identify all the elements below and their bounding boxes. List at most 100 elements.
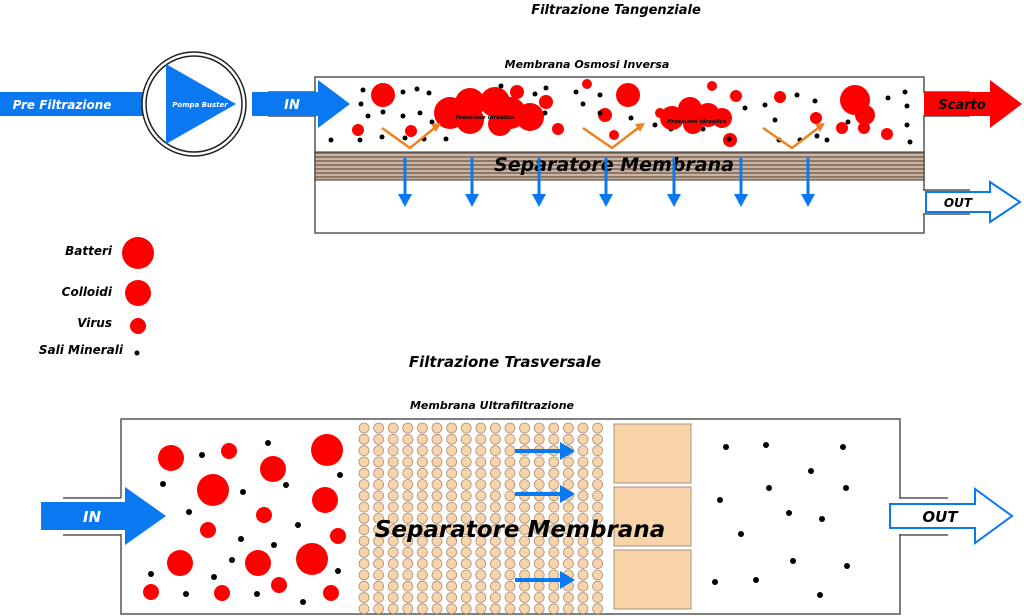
ro-membrane-label: Membrana Osmosi Inversa — [505, 58, 670, 71]
mineral-particle — [790, 558, 796, 564]
pressure-cloud-2: Pressione idraulica — [660, 97, 732, 134]
uf-out-label: OUT — [922, 508, 959, 526]
mineral-particle — [186, 509, 192, 515]
mineral-particle — [254, 591, 260, 597]
uf-separator-label: Separatore Membrana — [375, 517, 665, 543]
uf-in-label: IN — [83, 508, 102, 526]
mineral-particle — [817, 592, 823, 598]
red-particle — [352, 124, 364, 136]
mineral-particle — [712, 579, 718, 585]
tangential-title: Filtrazione Tangenziale — [531, 3, 701, 18]
pressure-cloud-1: Pressione idraulica — [434, 87, 544, 136]
mineral-particle — [240, 489, 246, 495]
mineral-particle — [786, 510, 792, 516]
red-particle — [858, 122, 870, 134]
mineral-particle — [328, 137, 334, 143]
mineral-particle — [843, 485, 849, 491]
mineral-particle — [844, 563, 850, 569]
mineral-legend-icon — [134, 350, 140, 356]
pre-filter-label: Pre Filtrazione — [13, 98, 112, 112]
pressure-cloud-3 — [855, 105, 875, 125]
red-particle — [158, 445, 184, 471]
legend-label-virus: Virus — [77, 316, 112, 330]
mineral-particle — [763, 442, 769, 448]
ro-membrane-layer — [314, 151, 925, 181]
red-particle — [197, 474, 229, 506]
red-particle — [296, 543, 328, 575]
red-particle — [245, 550, 271, 576]
pump-label: Pompa Buster — [172, 101, 228, 109]
transversal-title: Filtrazione Trasversale — [409, 353, 601, 371]
mineral-particle — [360, 87, 366, 93]
flow-right-arrow-icon — [515, 485, 575, 503]
mineral-particle — [543, 85, 549, 91]
mineral-particle — [652, 122, 658, 128]
mineral-particle — [283, 482, 289, 488]
mineral-particle — [443, 136, 449, 142]
mineral-particle — [265, 440, 271, 446]
red-particle — [616, 83, 640, 107]
red-particle — [881, 128, 893, 140]
red-particle — [256, 507, 272, 523]
red-particle — [221, 443, 237, 459]
permeate-down-arrow-icon — [465, 158, 479, 207]
red-particle — [323, 585, 339, 601]
red-particle — [260, 456, 286, 482]
pressure-label-2: Pressione idraulica — [668, 119, 727, 125]
mineral-particle — [723, 444, 729, 450]
ro-in-label: IN — [284, 98, 300, 113]
red-particle — [730, 90, 742, 102]
mineral-particle — [772, 117, 778, 123]
ro-separator-label: Separatore Membrana — [494, 154, 734, 176]
mineral-particle — [365, 113, 371, 119]
mineral-particle — [498, 83, 504, 89]
red-particle — [552, 123, 564, 135]
mineral-particle — [532, 91, 538, 97]
pressure-arrow-icon — [762, 123, 825, 150]
mineral-particle — [904, 103, 910, 109]
ro-out-label: OUT — [944, 196, 973, 210]
legend-label-minerals: Sali Minerali — [39, 343, 124, 357]
uf-in-arrow: IN — [41, 487, 166, 545]
mineral-particle — [726, 136, 732, 142]
mineral-particle — [357, 137, 363, 143]
mineral-particle — [738, 531, 744, 537]
permeate-down-arrow-icon — [734, 158, 748, 207]
mineral-particle — [808, 468, 814, 474]
mineral-particle — [148, 571, 154, 577]
uf-membrane-label: Membrana Ultrafiltrazione — [410, 399, 575, 412]
mineral-particle — [337, 472, 343, 478]
mineral-particle — [814, 133, 820, 139]
red-particle — [405, 125, 417, 137]
permeate-down-arrow-icon — [801, 158, 815, 207]
mineral-particle — [358, 101, 364, 107]
mineral-particle — [597, 110, 603, 116]
mineral-particle — [429, 119, 435, 125]
red-particle — [707, 81, 717, 91]
colloid-legend-icon — [125, 280, 151, 306]
booster-pump-icon: Pompa Buster — [141, 51, 247, 157]
permeate-down-arrow-icon — [532, 158, 546, 207]
bacteria-legend-icon — [122, 237, 154, 269]
red-particle — [214, 585, 230, 601]
permeate-down-arrow-icon — [398, 158, 412, 207]
red-particle — [312, 487, 338, 513]
red-particle — [371, 83, 395, 107]
mineral-particle — [183, 591, 189, 597]
legend-label-colloidi: Colloidi — [62, 285, 113, 299]
mineral-particle — [573, 89, 579, 95]
mineral-particle — [160, 481, 166, 487]
mineral-particle — [907, 139, 913, 145]
legend: Batteri Colloidi Virus Sali Minerali — [39, 237, 154, 357]
pre-filter-arrow: Pre Filtrazione — [0, 92, 145, 116]
mineral-particle — [840, 444, 846, 450]
permeate-down-arrow-icon — [667, 158, 681, 207]
mineral-particle — [845, 119, 851, 125]
mineral-particle — [542, 110, 548, 116]
red-particle — [330, 528, 346, 544]
mineral-particle — [238, 536, 244, 542]
mineral-particle — [762, 102, 768, 108]
flow-right-arrow-icon — [515, 442, 575, 460]
mineral-particle — [819, 516, 825, 522]
red-particle — [200, 522, 216, 538]
